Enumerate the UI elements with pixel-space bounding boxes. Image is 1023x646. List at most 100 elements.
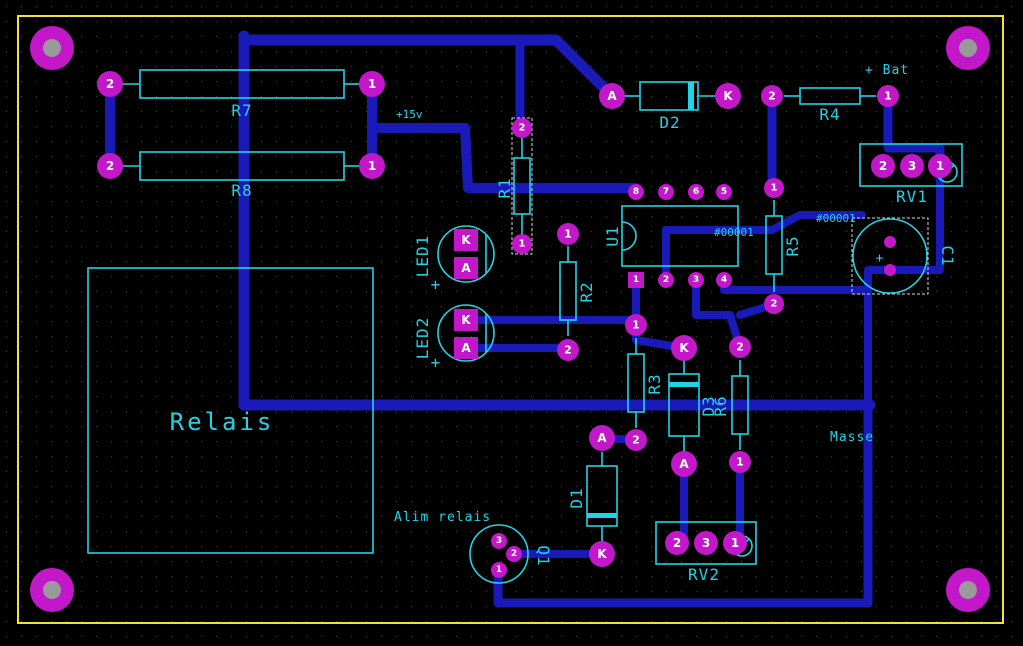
label-r4: R4 <box>819 105 840 124</box>
pad-u1-7: 7 <box>658 184 674 200</box>
svg-text:+: + <box>876 251 885 266</box>
svg-text:A: A <box>597 431 607 445</box>
svg-text:1: 1 <box>936 159 944 173</box>
label-d3: D3 <box>699 395 718 416</box>
label-q1: Q1 <box>534 545 553 566</box>
label-plus15v: +15v <box>396 108 423 121</box>
label-r1: R1 <box>495 177 514 198</box>
pad-r4-1: 1 <box>877 85 899 107</box>
pad-u1-2: 2 <box>658 272 674 288</box>
svg-text:A: A <box>607 89 617 103</box>
pad-u1-1: 1 <box>628 272 644 288</box>
label-led1-plus: + <box>431 275 442 294</box>
pad-r3-2: 2 <box>625 429 647 451</box>
pad-c1-plus <box>884 236 896 248</box>
pad-u1-3: 3 <box>688 272 704 288</box>
svg-text:3: 3 <box>496 536 502 546</box>
svg-text:3: 3 <box>908 159 916 173</box>
label-led2-plus: + <box>431 353 442 372</box>
svg-text:1: 1 <box>731 536 739 550</box>
pad-u1-5: 5 <box>716 184 732 200</box>
pad-r7-2: 2 <box>97 71 123 97</box>
svg-text:A: A <box>461 341 471 355</box>
svg-text:2: 2 <box>519 123 526 134</box>
label-rv1: RV1 <box>896 187 928 206</box>
pad-r2-1: 1 <box>557 223 579 245</box>
mounting-holes <box>30 26 990 612</box>
label-r8: R8 <box>231 181 252 200</box>
svg-text:1: 1 <box>496 565 502 575</box>
component-labels: R7 R8 +15v R1 D2 R4 + Bat RV1 C1 R5 U1 L… <box>170 63 957 584</box>
pad-rv2-3: 3 <box>694 531 718 555</box>
svg-text:2: 2 <box>106 159 114 173</box>
label-r2: R2 <box>577 281 596 302</box>
svg-text:K: K <box>461 233 471 247</box>
svg-text:2: 2 <box>736 341 744 354</box>
svg-text:1: 1 <box>884 90 892 103</box>
pad-d2-anode: A <box>599 83 625 109</box>
label-r3: R3 <box>645 373 664 394</box>
pad-u1-6: 6 <box>688 184 704 200</box>
pad-r5-2: 2 <box>764 294 784 314</box>
svg-text:3: 3 <box>702 536 710 550</box>
label-d2: D2 <box>659 113 680 132</box>
label-alim-relais: Alim relais <box>394 510 491 525</box>
pad-d2-kathode: K <box>715 83 741 109</box>
pad-r8-1: 1 <box>359 153 385 179</box>
svg-text:1: 1 <box>564 228 572 241</box>
svg-text:1: 1 <box>771 183 778 194</box>
svg-text:2: 2 <box>106 77 114 91</box>
pad-r6-1: 1 <box>729 451 751 473</box>
svg-text:1: 1 <box>632 319 640 332</box>
svg-text:2: 2 <box>879 159 887 173</box>
label-r7: R7 <box>231 101 252 120</box>
label-rv2: RV2 <box>688 565 720 584</box>
pad-r4-2: 2 <box>761 85 783 107</box>
svg-text:1: 1 <box>519 239 526 250</box>
pads: 2 1 2 1 2 1 A K 2 1 2 3 1 1 2 8 7 6 5 1 … <box>97 71 952 578</box>
pad-u1-4: 4 <box>716 272 732 288</box>
svg-text:1: 1 <box>368 159 376 173</box>
svg-text:7: 7 <box>663 187 669 197</box>
svg-text:2: 2 <box>663 275 669 285</box>
pad-q1-2: 2 <box>506 546 522 562</box>
pad-rv1-3: 3 <box>900 154 924 178</box>
svg-text:2: 2 <box>771 299 778 310</box>
label-relais: Relais <box>170 408 275 436</box>
svg-text:1: 1 <box>368 77 376 91</box>
pad-q1-1: 1 <box>491 562 507 578</box>
mounting-hole-top-left <box>30 26 74 70</box>
svg-text:A: A <box>461 261 471 275</box>
svg-text:8: 8 <box>633 187 639 197</box>
pad-rv2-1: 1 <box>723 531 747 555</box>
pad-rv1-2: 2 <box>871 154 895 178</box>
pad-d3-anode: A <box>671 451 697 477</box>
mounting-hole-bottom-left <box>30 568 74 612</box>
pad-r2-2: 2 <box>557 339 579 361</box>
svg-text:K: K <box>597 547 607 561</box>
svg-text:3: 3 <box>693 275 699 285</box>
svg-text:2: 2 <box>768 90 776 103</box>
label-led1: LED1 <box>413 235 432 278</box>
label-r6: R6 <box>711 395 730 416</box>
pad-rv1-1: 1 <box>928 154 952 178</box>
pad-r5-1: 1 <box>764 178 784 198</box>
svg-text:A: A <box>679 457 689 471</box>
svg-text:1: 1 <box>633 275 639 285</box>
board-outline <box>17 15 1004 624</box>
pad-d1-anode: A <box>589 425 615 451</box>
pad-led1-anode: A <box>454 257 478 279</box>
label-plus-bat: + Bat <box>865 63 909 78</box>
pad-c1-minus <box>884 264 896 276</box>
svg-text:1: 1 <box>736 456 744 469</box>
pad-r8-2: 2 <box>97 153 123 179</box>
pad-led2-kathode: K <box>454 309 478 331</box>
pad-r7-1: 1 <box>359 71 385 97</box>
svg-text:K: K <box>679 341 689 355</box>
pad-d1-kathode: K <box>589 541 615 567</box>
label-u1: U1 <box>603 225 622 246</box>
label-masse: Masse <box>830 430 874 445</box>
svg-text:2: 2 <box>673 536 681 550</box>
pad-r3-1: 1 <box>625 314 647 336</box>
